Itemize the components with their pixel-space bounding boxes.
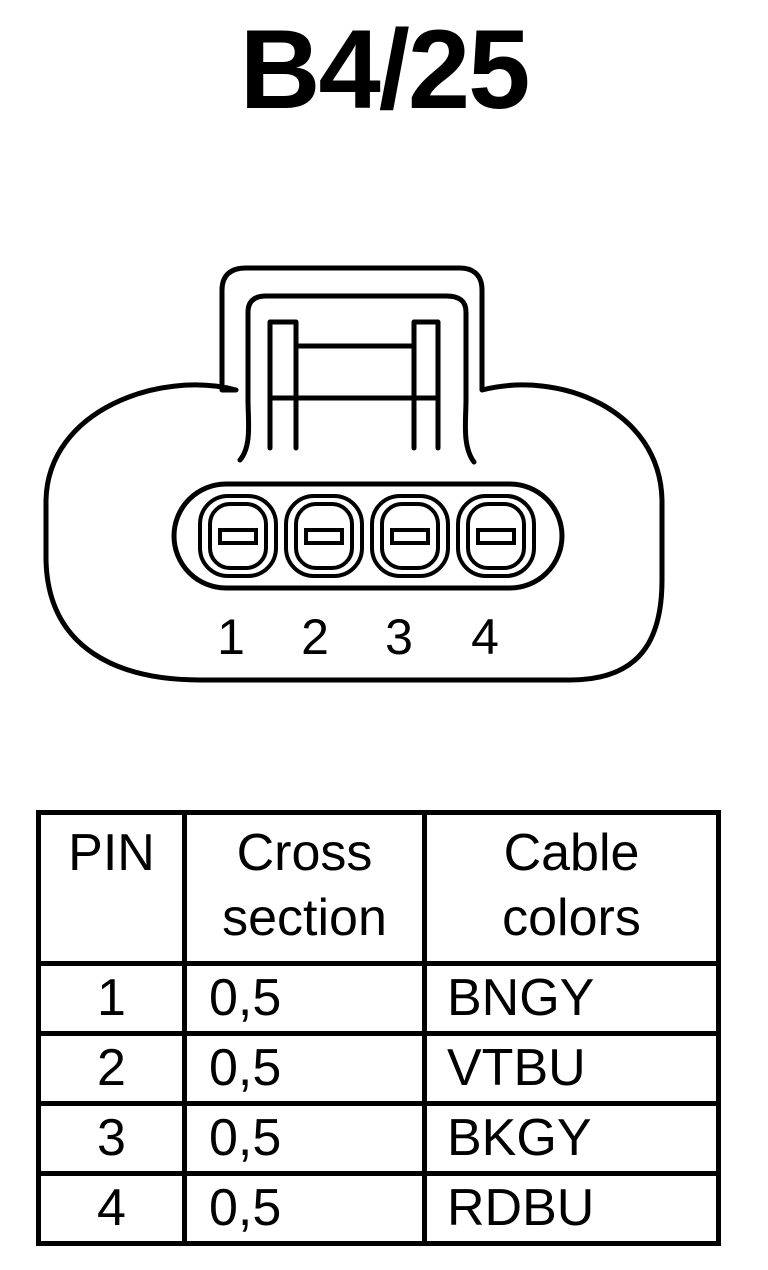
pin-socket-4	[456, 494, 536, 578]
header-cross-section: Cross section	[182, 810, 427, 966]
pin-label-3: 3	[385, 609, 413, 665]
cell-cross-section: 0,5	[182, 1171, 427, 1246]
cell-cable-color: BNGY	[422, 961, 721, 1036]
connector-title: B4/25	[239, 7, 531, 132]
pin-table: PIN Cross section Cable colors 1 0,5 BNG…	[36, 810, 721, 1246]
connector-housing-outline	[43, 265, 665, 683]
cell-cable-color: RDBU	[422, 1171, 721, 1246]
pin-socket-3	[370, 494, 450, 578]
table-row: 3 0,5 BKGY	[36, 1101, 721, 1176]
pin-sockets	[198, 494, 536, 578]
cell-cable-color: VTBU	[422, 1031, 721, 1106]
cell-cable-color: BKGY	[422, 1101, 721, 1176]
latch-frame	[237, 293, 477, 465]
cell-pin: 1	[36, 961, 187, 1036]
table-row: 4 0,5 RDBU	[36, 1171, 721, 1246]
header-cable-colors: Cable colors	[422, 810, 721, 966]
cell-pin: 4	[36, 1171, 187, 1246]
cell-cross-section: 0,5	[182, 1031, 427, 1106]
cell-pin: 2	[36, 1031, 187, 1106]
pin-label-4: 4	[471, 609, 499, 665]
cell-cross-section: 0,5	[182, 1101, 427, 1176]
cell-cross-section: 0,5	[182, 961, 427, 1036]
pin-cavity-frame	[171, 481, 565, 591]
connector-diagram: 1 2 3 4	[43, 265, 665, 683]
table-row: 2 0,5 VTBU	[36, 1031, 721, 1106]
table-row: 1 0,5 BNGY	[36, 961, 721, 1036]
pin-label-1: 1	[217, 609, 245, 665]
pin-socket-1	[198, 494, 278, 578]
cell-pin: 3	[36, 1101, 187, 1176]
table-header-row: PIN Cross section Cable colors	[36, 810, 721, 966]
header-pin: PIN	[36, 810, 187, 966]
pin-label-2: 2	[301, 609, 329, 665]
pin-socket-2	[284, 494, 364, 578]
latch-inner	[267, 319, 441, 451]
